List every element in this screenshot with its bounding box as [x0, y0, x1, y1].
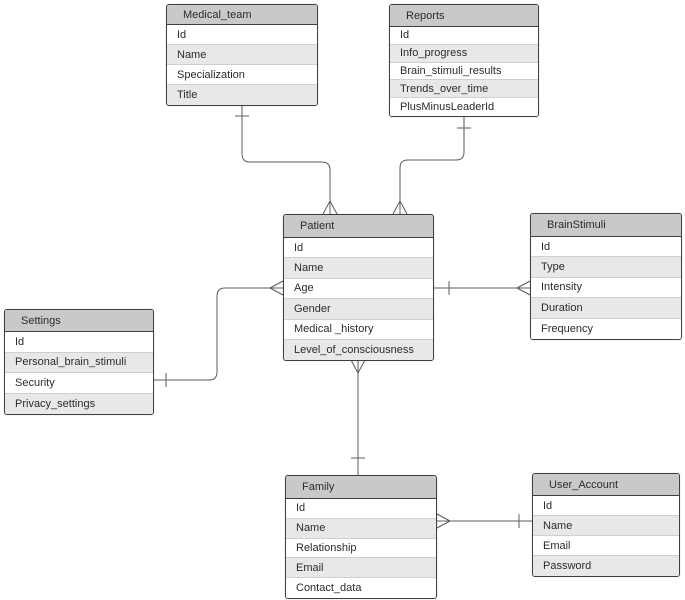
- entity-user-account-title: User_Account: [533, 474, 679, 496]
- entity-brainstimuli-field-id: Id: [531, 237, 681, 258]
- entity-family-field-relationship: Relationship: [286, 538, 436, 559]
- entity-reports-field-brain-stimuli-results: Brain_stimuli_results: [390, 62, 538, 81]
- entity-settings[interactable]: Settings Id Personal_brain_stimuli Secur…: [4, 309, 154, 415]
- entity-user-account-field-email: Email: [533, 536, 679, 556]
- entity-brainstimuli-title: BrainStimuli: [531, 214, 681, 237]
- entity-user-account-field-name: Name: [533, 516, 679, 536]
- entity-reports-title: Reports: [390, 5, 538, 27]
- connector-line: [154, 287, 283, 381]
- entity-medical-team[interactable]: Medical_team Id Name Specialization Titl…: [166, 4, 318, 106]
- crows-foot-many-icon: [436, 513, 451, 529]
- connector-line: [241, 104, 331, 214]
- entity-reports-field-info-progress: Info_progress: [390, 44, 538, 63]
- entity-reports-field-plusminusleaderid: PlusMinusLeaderId: [390, 98, 538, 116]
- entity-brainstimuli-field-intensity: Intensity: [531, 277, 681, 299]
- entity-user-account-field-id: Id: [533, 496, 679, 516]
- entity-reports[interactable]: Reports Id Info_progress Brain_stimuli_r…: [389, 4, 539, 117]
- entity-family-field-email: Email: [286, 558, 436, 579]
- entity-brainstimuli-field-frequency: Frequency: [531, 318, 681, 339]
- entity-patient-field-medical-history: Medical _history: [284, 319, 433, 340]
- entity-user-account[interactable]: User_Account Id Name Email Password: [532, 473, 680, 577]
- entity-settings-field-personal-brain-stimuli: Personal_brain_stimuli: [5, 352, 153, 373]
- entity-patient[interactable]: Patient Id Name Age Gender Medical _hist…: [283, 214, 434, 362]
- connector-medical-team-patient[interactable]: [235, 104, 338, 215]
- entity-family-field-id: Id: [286, 499, 436, 519]
- crows-foot-many-icon: [269, 280, 284, 296]
- connector-settings-patient[interactable]: [154, 280, 284, 387]
- entity-settings-field-security: Security: [5, 373, 153, 394]
- entity-medical-team-field-name: Name: [167, 45, 317, 65]
- entity-settings-field-id: Id: [5, 332, 153, 353]
- entity-patient-field-age: Age: [284, 278, 433, 300]
- entity-patient-field-gender: Gender: [284, 299, 433, 320]
- crows-foot-many-icon: [322, 200, 338, 215]
- entity-medical-team-title: Medical_team: [167, 5, 317, 25]
- entity-reports-field-trends-over-time: Trends_over_time: [390, 80, 538, 99]
- entity-family-field-contact-data: Contact_data: [286, 578, 436, 598]
- connector-reports-patient[interactable]: [392, 114, 471, 215]
- entity-reports-field-id: Id: [390, 27, 538, 45]
- entity-brainstimuli-field-duration: Duration: [531, 298, 681, 319]
- entity-medical-team-field-specialization: Specialization: [167, 65, 317, 85]
- entity-user-account-field-password: Password: [533, 556, 679, 576]
- crows-foot-many-icon: [350, 359, 366, 374]
- entity-family[interactable]: Family Id Name Relationship Email Contac…: [285, 475, 437, 599]
- entity-brainstimuli-field-type: Type: [531, 257, 681, 278]
- entity-patient-title: Patient: [284, 215, 433, 238]
- connector-patient-brainstimuli[interactable]: [434, 280, 531, 296]
- entity-settings-title: Settings: [5, 310, 153, 332]
- entity-medical-team-field-title: Title: [167, 85, 317, 105]
- entity-patient-field-level-of-consciousness: Level_of_consciousness: [284, 339, 433, 361]
- crows-foot-many-icon: [516, 280, 531, 296]
- entity-patient-field-id: Id: [284, 238, 433, 259]
- entity-settings-field-privacy-settings: Privacy_settings: [5, 393, 153, 414]
- connector-line: [399, 114, 465, 214]
- entity-brainstimuli[interactable]: BrainStimuli Id Type Intensity Duration …: [530, 213, 682, 340]
- entity-family-title: Family: [286, 476, 436, 499]
- entity-medical-team-field-id: Id: [167, 25, 317, 45]
- connector-family-user-account[interactable]: [436, 513, 532, 529]
- crows-foot-many-icon: [392, 200, 408, 215]
- connector-patient-family[interactable]: [350, 359, 366, 475]
- entity-family-field-name: Name: [286, 518, 436, 539]
- entity-patient-field-name: Name: [284, 258, 433, 279]
